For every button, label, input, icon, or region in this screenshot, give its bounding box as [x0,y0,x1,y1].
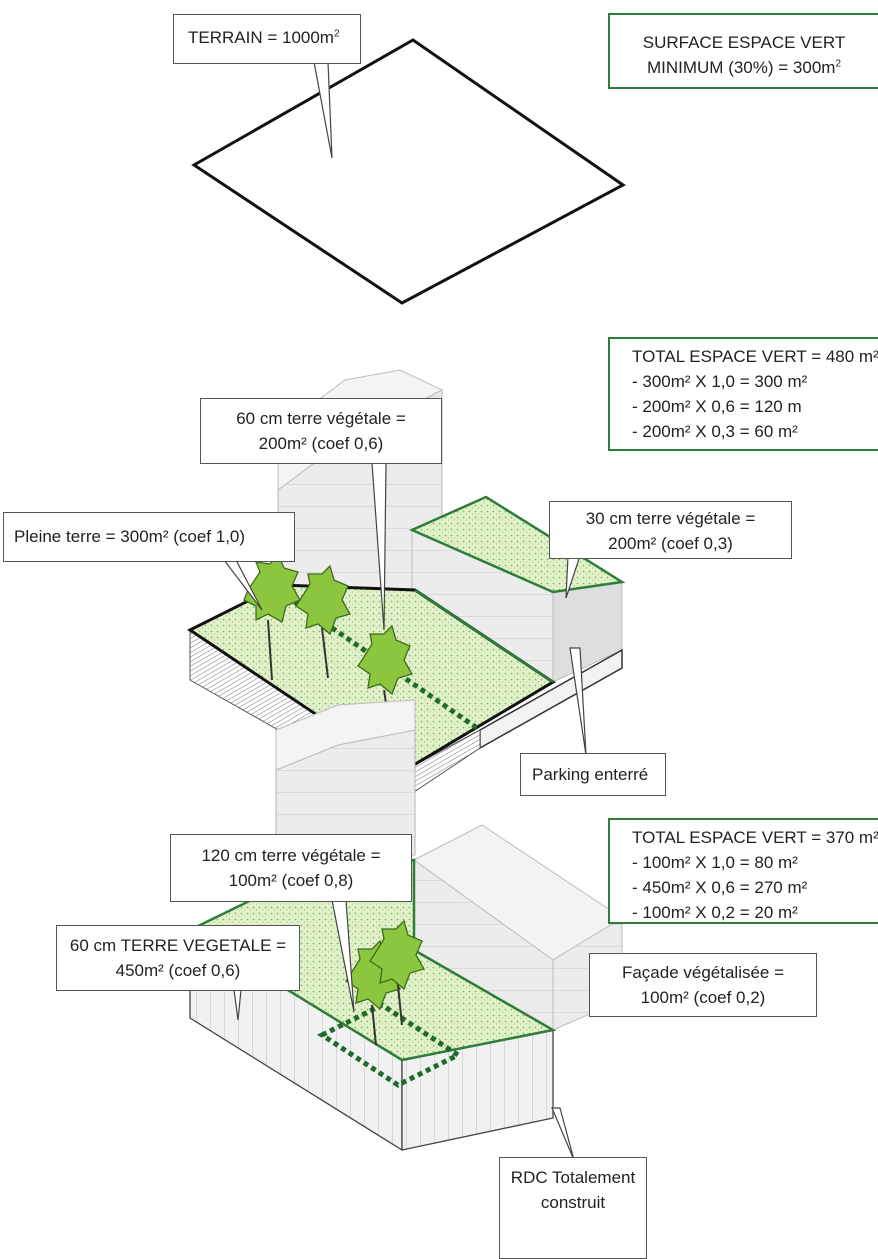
building-facade-d3 [413,824,623,1031]
label-120cm-line1: 120 cm terre végétale = [201,846,381,865]
label-facade-line2: 100m² (coef 0,2) [640,988,766,1007]
label-pleine-terre-text: Pleine terre = 300m² (coef 1,0) [14,527,246,546]
tree-icon [369,919,425,1026]
tree-icon [295,564,351,679]
label-rdc-line2: construit [540,1193,606,1212]
calc-line: - 300m² X 1,0 = 300 m² [632,372,808,391]
label-facade: Façade végétalisée = 100m² (coef 0,2) [589,953,817,1017]
label-facade-line1: Façade végétalisée = [621,963,785,982]
label-parking-text: Parking enterré [532,765,649,784]
label-60cm-d3-line1: 60 cm TERRE VEGETALE = [69,936,287,955]
label-rdc: RDC Totalement construit [499,1157,647,1259]
minimum-line1: SURFACE ESPACE VERT [642,33,846,52]
label-60cm-d2: 60 cm terre végétale = 200m² (coef 0,6) [200,398,442,464]
calc-line: - 200m² X 0,3 = 60 m² [632,422,798,441]
terrain-parcel [191,38,626,305]
leaders-d2 [222,462,587,756]
total-green-d2-box: TOTAL ESPACE VERT = 480 m² - 300m² X 1,0… [608,337,878,451]
label-pleine-terre: Pleine terre = 300m² (coef 1,0) [3,512,295,562]
label-30cm-d2: 30 cm terre végétale = 200m² (coef 0,3) [549,501,792,559]
minimum-unit: 2 [835,58,841,70]
label-parking: Parking enterré [520,753,666,796]
calc-line: - 100m² X 1,0 = 80 m² [632,853,798,872]
label-120cm-line2: 100m² (coef 0,8) [228,871,354,890]
terrain-label: TERRAIN = 1000m2 [173,14,361,64]
total-green-d3-box: TOTAL ESPACE VERT = 370 m² - 100m² X 1,0… [608,818,878,924]
terrain-label-text: TERRAIN = 1000m [188,28,334,47]
label-30cm-line1: 30 cm terre végétale = [585,509,756,528]
label-60cm-d3-line2: 450m² (coef 0,6) [115,961,241,980]
label-60cm-d2-line2: 200m² (coef 0,6) [258,434,384,453]
label-30cm-line2: 200m² (coef 0,3) [608,534,733,553]
label-120cm-d3: 120 cm terre végétale = 100m² (coef 0,8) [170,834,412,902]
total-green-d2: TOTAL ESPACE VERT = 480 m² [632,347,878,366]
minimum-line2: MINIMUM (30%) = 300m [646,58,836,77]
label-rdc-line1: RDC Totalement [510,1168,636,1187]
green-space-minimum-box: SURFACE ESPACE VERT MINIMUM (30%) = 300m… [608,13,878,89]
calc-line: - 200m² X 0,6 = 120 m [632,397,802,416]
building-tall-d3 [275,699,416,856]
label-60cm-d2-line1: 60 cm terre végétale = [236,409,406,428]
terrain-label-unit: 2 [333,28,340,40]
calc-line: - 450m² X 0,6 = 270 m² [632,878,808,897]
total-green-d3: TOTAL ESPACE VERT = 370 m² [632,828,878,847]
label-60cm-d3: 60 cm TERRE VEGETALE = 450m² (coef 0,6) [56,925,300,991]
calc-line: - 100m² X 0,2 = 20 m² [632,903,798,922]
